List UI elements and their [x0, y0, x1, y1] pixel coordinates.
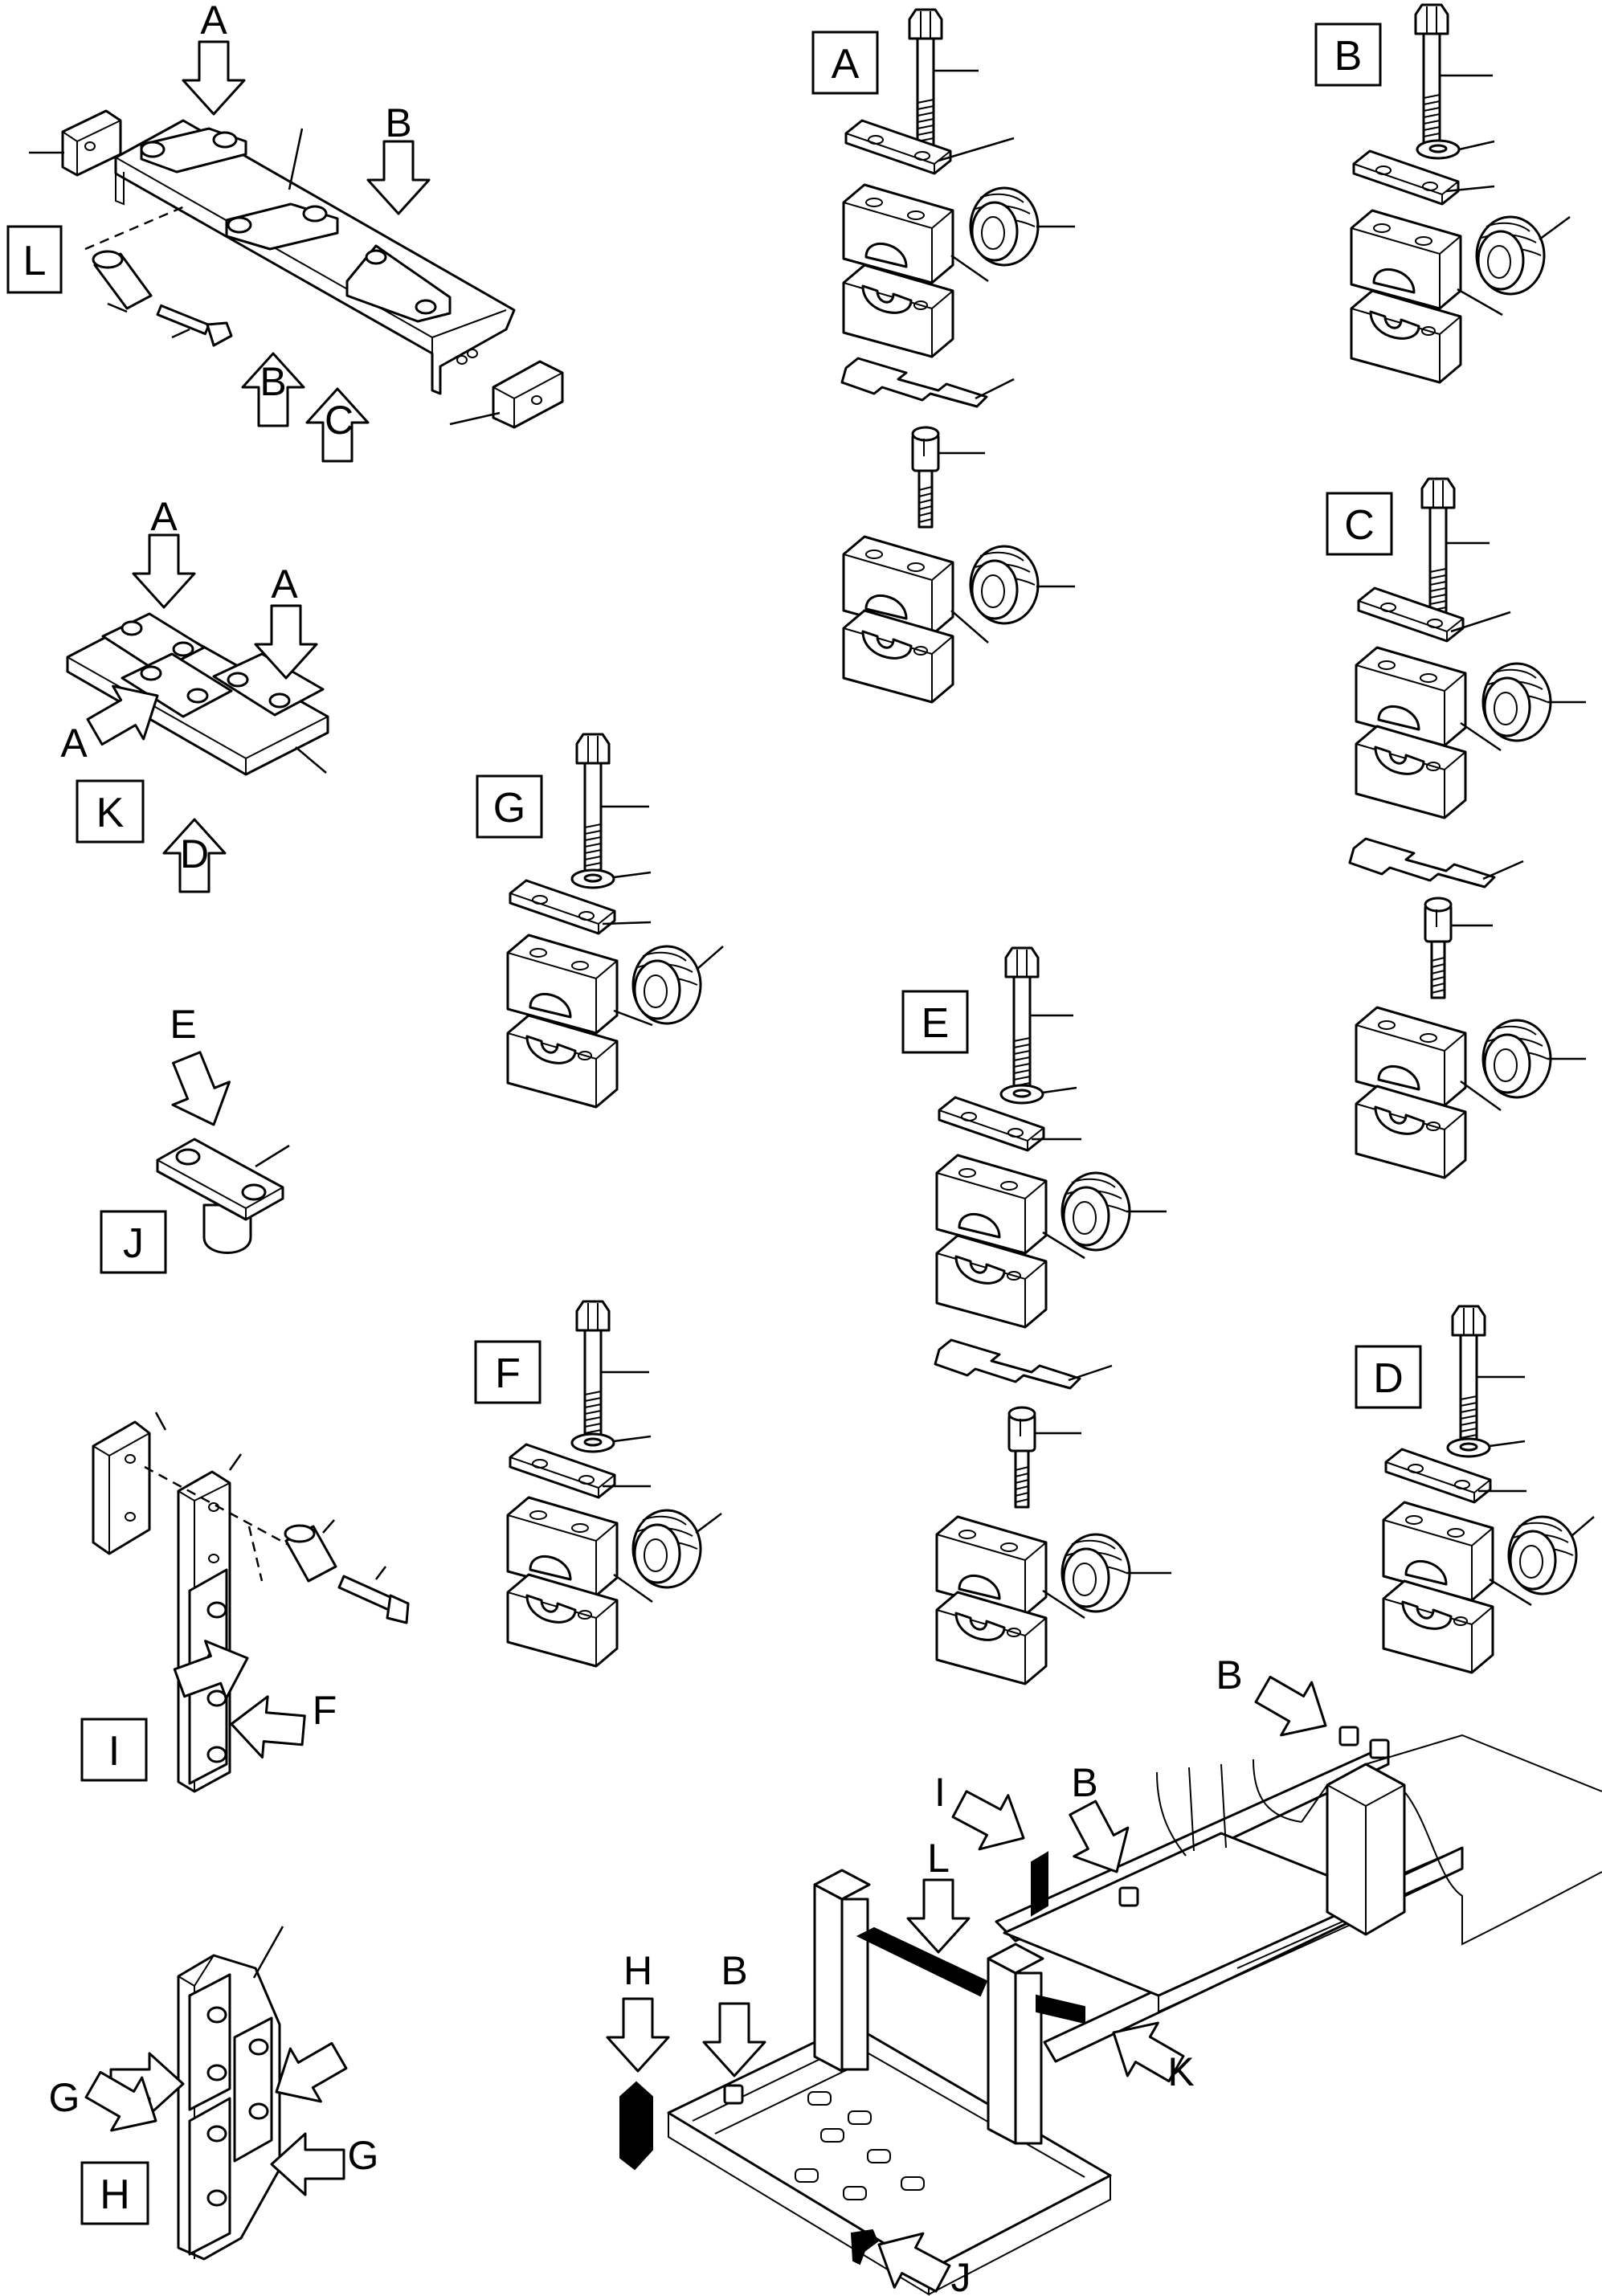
arrow-label-k-a2: A [271, 562, 298, 607]
detail-b: B [1314, 3, 1571, 384]
detail-box-d [1355, 1345, 1422, 1409]
detail-box-i [80, 1718, 148, 1782]
detail-c: C [1326, 477, 1586, 1179]
washer-icon [570, 1432, 615, 1453]
grommet-icon [631, 945, 702, 1025]
detail-d: D [1355, 1305, 1595, 1674]
detail-label-l: L [23, 238, 47, 284]
washer-icon [1416, 139, 1461, 160]
detail-l: L A B [6, 0, 564, 463]
detail-g: G [476, 733, 724, 1109]
bolt-icon [1420, 477, 1456, 622]
arrow-icon [606, 1997, 670, 2073]
detail-label-a: A [832, 41, 860, 88]
bolt-icon [908, 8, 943, 153]
detail-label-h: H [100, 2171, 130, 2218]
grommet-icon [1481, 1019, 1552, 1099]
arrow-icon [132, 533, 196, 609]
arrow-label-frame-i: I [934, 1770, 946, 1815]
detail-label-k: K [96, 790, 125, 836]
detail-box-c [1326, 492, 1393, 556]
detail-h: H G G [49, 1926, 379, 2261]
arrow-label-frame-b3: B [721, 1948, 747, 1993]
detail-label-c: C [1344, 502, 1375, 549]
detail-box-a [811, 31, 879, 95]
arrow-label-l-a: A [200, 0, 227, 43]
detail-box-f [474, 1340, 541, 1404]
arrow-label-l-b-top: B [385, 100, 411, 145]
plate-icon [938, 1096, 1045, 1152]
vehicle-frame: B B B I L H K J [606, 1653, 1602, 2296]
spacer-plate-icon [1348, 837, 1496, 889]
grommet-icon [1061, 1533, 1131, 1613]
detail-j: J E [100, 1002, 290, 1274]
arrow-icon [702, 2002, 766, 2077]
detail-label-g: G [493, 785, 525, 831]
grommet-icon [1475, 215, 1546, 296]
detail-box-e [901, 990, 969, 1054]
arrow-label-frame-b1: B [1216, 1653, 1242, 1697]
detail-box-j [100, 1210, 167, 1274]
detail-k: K A A A D [60, 494, 329, 893]
detail-i: I F [80, 1412, 410, 1793]
arrow-icon [182, 40, 246, 116]
bolt-icon [1004, 946, 1040, 1091]
grommet-icon [969, 186, 1040, 267]
washer-icon [570, 868, 615, 889]
detail-box-b [1314, 22, 1382, 87]
arrow-label-i-f: F [313, 1688, 337, 1733]
washer-icon [999, 1084, 1044, 1105]
grommet-icon [1507, 1515, 1578, 1595]
arrow-label-k-a1: A [150, 494, 178, 539]
spacer-plate-icon [840, 357, 988, 408]
bolt-icon [575, 733, 611, 877]
grommet-icon [1061, 1171, 1131, 1252]
spacer-icon [1007, 1406, 1036, 1509]
arrow-label-h-g2: G [348, 2133, 379, 2178]
detail-label-j: J [123, 1220, 144, 1267]
washer-icon [1446, 1437, 1491, 1458]
detail-label-e: E [922, 1000, 950, 1047]
arrow-icon [270, 2132, 345, 2196]
grommet-icon [969, 545, 1040, 625]
arrow-label-k-d: D [180, 831, 209, 876]
grommet-icon [631, 1509, 702, 1589]
arrow-icon [157, 1044, 243, 1138]
detail-e: E [901, 946, 1171, 1685]
arrow-label-h-g1: G [49, 2075, 80, 2120]
spacer-icon [911, 426, 940, 529]
arrow-label-frame-h: H [623, 1948, 652, 1993]
detail-a: A [811, 8, 1075, 704]
detail-box-g [476, 774, 543, 839]
detail-label-d: D [1373, 1355, 1404, 1402]
arrow-label-frame-b2: B [1071, 1760, 1097, 1805]
detail-box-l [6, 225, 63, 294]
detail-label-i: I [108, 1728, 120, 1775]
detail-f: F [474, 1300, 722, 1668]
detail-label-f: F [495, 1350, 521, 1397]
detail-box-h [80, 2161, 149, 2225]
detail-label-b: B [1334, 33, 1363, 80]
arrow-label-l-b-bottom: B [260, 359, 286, 404]
arrow-icon [1246, 1661, 1342, 1754]
arrow-label-frame-j: J [951, 2255, 971, 2296]
clamp-marker [723, 1726, 1390, 2105]
detail-box-k [76, 779, 145, 844]
arrow-icon [944, 1775, 1040, 1867]
arrow-label-k-a3: A [60, 721, 88, 766]
grommet-icon [1481, 662, 1552, 742]
arrow-label-l-c: C [325, 398, 354, 443]
arrow-icon [906, 1878, 971, 1954]
arrow-label-j-e: E [170, 1002, 196, 1047]
spacer-plate-icon [934, 1338, 1081, 1390]
arrow-label-frame-l: L [927, 1836, 950, 1881]
arrow-icon [227, 1692, 308, 1763]
spacer-icon [1424, 897, 1453, 999]
arrow-icon [366, 140, 431, 215]
arrow-label-frame-k: K [1167, 2049, 1194, 2094]
